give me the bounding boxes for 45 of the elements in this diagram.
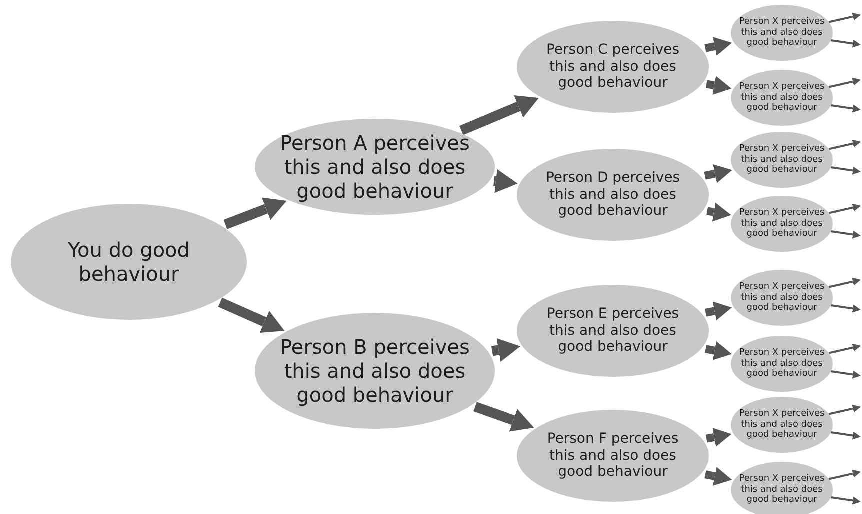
arrow — [831, 230, 861, 239]
arrow — [831, 166, 861, 175]
arrow — [706, 76, 732, 96]
node-text: Person A perceives this and also does good behaviour — [279, 131, 471, 203]
node-text: Person F perceives this and also does good behaviour — [546, 430, 680, 482]
arrow — [828, 78, 861, 88]
arrow — [704, 467, 732, 486]
arrow — [704, 37, 732, 56]
arrow — [704, 164, 732, 184]
arrow — [224, 198, 287, 230]
node-text: Person B perceives this and also does good behaviour — [279, 335, 471, 407]
node-text: Person X perceives this and also does good behaviour — [738, 348, 826, 380]
node-text: Person C perceives this and also does good behaviour — [545, 42, 681, 92]
arrow — [828, 344, 861, 354]
arrow — [831, 39, 861, 48]
arrow — [828, 204, 861, 214]
arrow — [828, 470, 861, 480]
arrow — [491, 338, 520, 362]
arrow — [494, 169, 518, 194]
arrow — [831, 104, 861, 113]
arrow — [459, 96, 539, 136]
node-text: Person X perceives this and also does good behaviour — [738, 144, 826, 176]
node-text: Person E perceives this and also does good behaviour — [546, 306, 680, 356]
arrow — [474, 402, 534, 432]
arrow — [705, 341, 732, 360]
arrow — [828, 140, 861, 150]
node-text: Person D perceives this and also does good behaviour — [544, 170, 682, 220]
arrow — [705, 302, 732, 321]
arrow — [831, 496, 861, 505]
node-text: Person X perceives this and also does good behaviour — [738, 82, 826, 114]
arrow — [706, 428, 732, 447]
arrow — [831, 370, 861, 379]
node-text: Person X perceives this and also does good behaviour — [738, 16, 826, 50]
node-text: Person X perceives this and also does good behaviour — [738, 208, 826, 240]
arrow — [831, 431, 861, 440]
node-text: You do good behaviour — [67, 238, 191, 286]
arrow — [706, 202, 732, 222]
node-text: Person X perceives this and also does good behaviour — [738, 282, 826, 314]
arrow — [831, 304, 861, 313]
arrow — [218, 298, 285, 334]
arrow — [828, 404, 861, 416]
node-text: Person X perceives this and also does good behaviour — [738, 408, 826, 442]
arrow — [828, 278, 861, 288]
arrow — [828, 12, 861, 24]
node-text: Person X perceives this and also does good behaviour — [738, 474, 826, 506]
